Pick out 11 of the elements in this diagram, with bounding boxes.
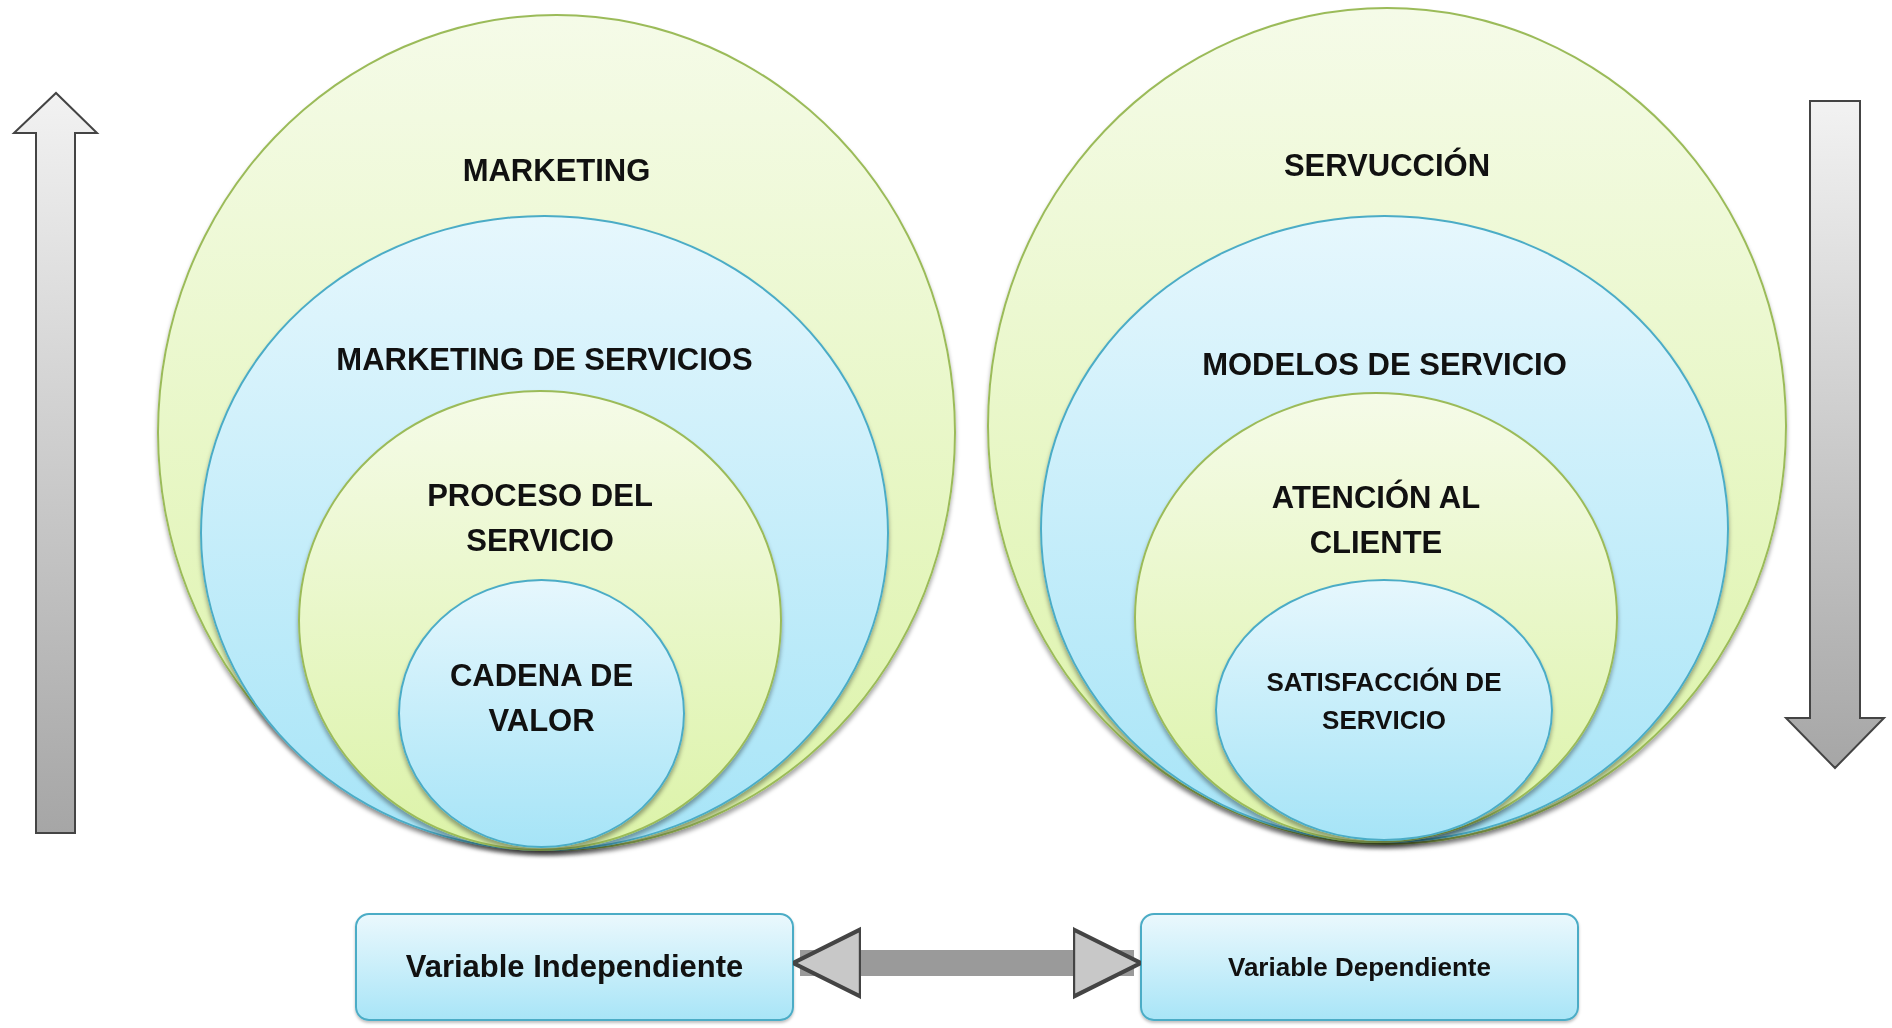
circle-label: ATENCIÓN AL CLIENTE: [1270, 478, 1482, 562]
circle-label: MARKETING DE SERVICIOS: [335, 340, 754, 379]
variable-box: Variable Independiente: [355, 913, 794, 1021]
double-arrow: [791, 927, 1143, 999]
circle-label: SERVUCCIÓN: [1282, 146, 1492, 185]
circle-label: PROCESO DEL SERVICIO: [426, 477, 654, 560]
circle-label: SATISFACCIÓN DE SERVICIO: [1265, 666, 1503, 737]
variable-box: Variable Dependiente: [1140, 913, 1579, 1021]
circle-label: MODELOS DE SERVICIO: [1201, 345, 1568, 384]
circle-label: CADENA DE VALOR: [448, 657, 635, 740]
circle-label: MARKETING: [461, 151, 652, 190]
